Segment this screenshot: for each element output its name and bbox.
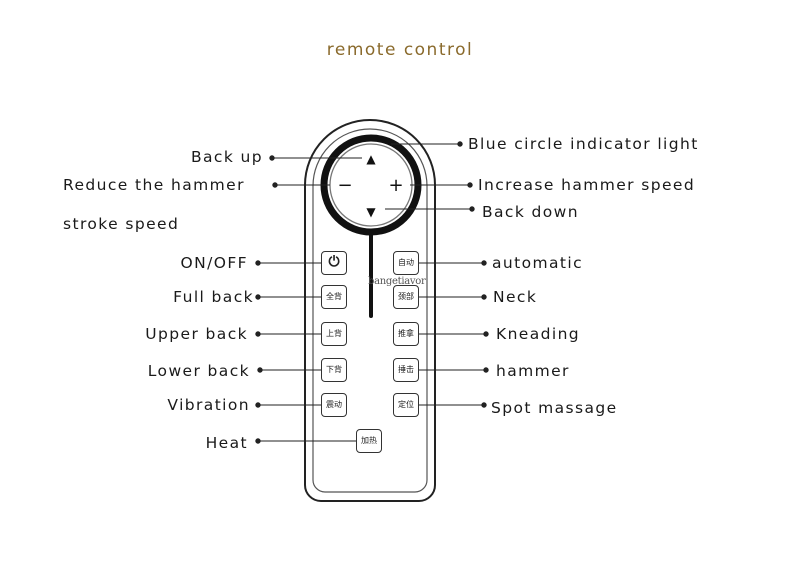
lower-back-button[interactable]: 下背 [321,358,347,382]
label-on-off: ON/OFF [180,254,248,272]
neck-button[interactable]: 颈部 [393,285,419,309]
label-increase-hammer-speed: Increase hammer speed [478,176,696,194]
kneading-button[interactable]: 推拿 [393,322,419,346]
automatic-button[interactable]: 自动 [393,251,419,275]
remote-inner-body [312,128,428,493]
back-up-arrow-icon: ▲ [366,152,376,166]
label-automatic: automatic [492,254,583,272]
label-upper-back: Upper back [145,325,248,343]
label-back-down: Back down [482,203,579,221]
page-title: remote control [326,40,474,60]
label-blue-circle-indicator: Blue circle indicator light [468,135,699,153]
label-neck: Neck [493,288,538,306]
label-spot-massage: Spot massage [491,399,618,417]
back-down-arrow-icon: ▼ [366,205,376,219]
label-kneading: Kneading [496,325,581,343]
vibration-button[interactable]: 震动 [321,393,347,417]
label-vibration: Vibration [167,396,250,414]
upper-back-button[interactable]: 上背 [321,322,347,346]
label-hammer: hammer [496,362,570,380]
label-reduce-hammer-line2: stroke speed [63,215,180,233]
minus-icon: − [337,175,352,196]
watermark: bangetiavor [368,276,426,287]
label-heat: Heat [205,434,248,452]
heat-button[interactable]: 加热 [356,429,382,453]
remote-outer-body [304,119,436,502]
label-back-up: Back up [190,148,263,166]
label-reduce-hammer-line1: Reduce the hammer [63,176,245,194]
power-button[interactable]: ⏻ [321,251,347,275]
plus-icon: + [388,175,403,196]
full-back-button[interactable]: 全背 [321,285,347,309]
label-lower-back: Lower back [147,362,250,380]
hammer-button[interactable]: 捶击 [393,358,419,382]
spot-massage-button[interactable]: 定位 [393,393,419,417]
label-full-back: Full back [173,288,254,306]
